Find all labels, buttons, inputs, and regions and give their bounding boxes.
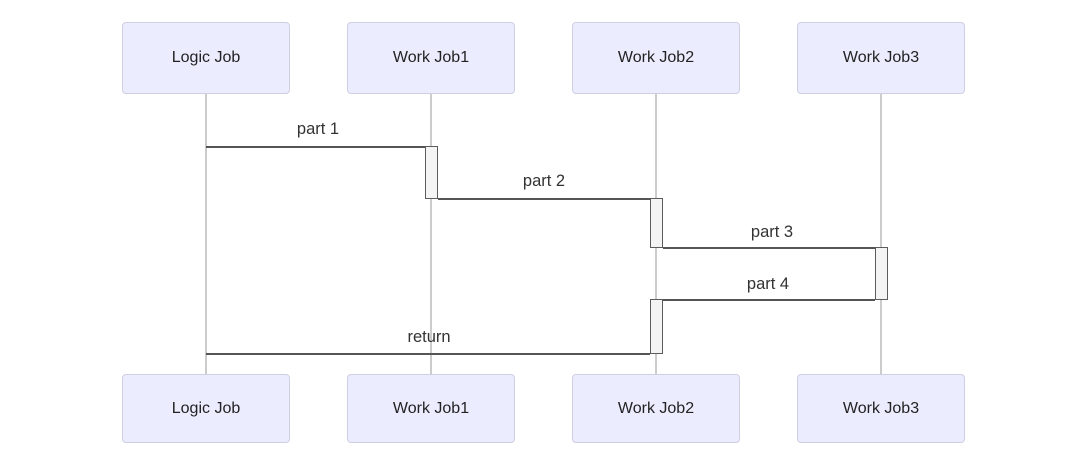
- message-line-part-3: [662, 247, 875, 249]
- actor-label: Work Job1: [392, 399, 470, 417]
- message-label-return: return: [407, 328, 451, 346]
- activation-bar-work-job2-a: [649, 198, 663, 248]
- message-line-part-4: [662, 299, 875, 301]
- actor-label: Work Job2: [617, 49, 695, 66]
- actor-bottom-work-job2: Work Job2: [572, 374, 740, 443]
- activation-bar-work-job2-b: [649, 299, 663, 354]
- activation-bar-work-job1: [424, 146, 438, 199]
- actor-top-logic-job: Logic Job: [122, 22, 290, 94]
- message-line-part-1: [206, 146, 425, 148]
- actor-label: Work Job3: [842, 399, 920, 417]
- actor-bottom-work-job1: Work Job1: [347, 374, 515, 443]
- lifeline-logic-job: [205, 94, 207, 374]
- message-label-part-3: part 3: [750, 223, 794, 241]
- message-label-part-4: part 4: [746, 275, 790, 293]
- actor-label: Work Job3: [842, 49, 920, 66]
- lifeline-work-job1: [430, 94, 432, 374]
- actor-top-work-job1: Work Job1: [347, 22, 515, 94]
- actor-label: Work Job2: [617, 399, 695, 417]
- actor-top-work-job3: Work Job3: [797, 22, 965, 94]
- actor-bottom-work-job3: Work Job3: [797, 374, 965, 443]
- actor-bottom-logic-job: Logic Job: [122, 374, 290, 443]
- lifeline-work-job3: [880, 94, 882, 374]
- message-label-part-1: part 1: [296, 120, 340, 138]
- message-line-part-2: [437, 198, 650, 200]
- message-line-return: [206, 353, 650, 355]
- actor-label: Work Job1: [392, 49, 470, 66]
- actor-label: Logic Job: [171, 399, 241, 417]
- actor-label: Logic Job: [171, 49, 241, 66]
- activation-bar-work-job3: [874, 247, 888, 300]
- message-label-part-2: part 2: [522, 172, 566, 190]
- actor-top-work-job2: Work Job2: [572, 22, 740, 94]
